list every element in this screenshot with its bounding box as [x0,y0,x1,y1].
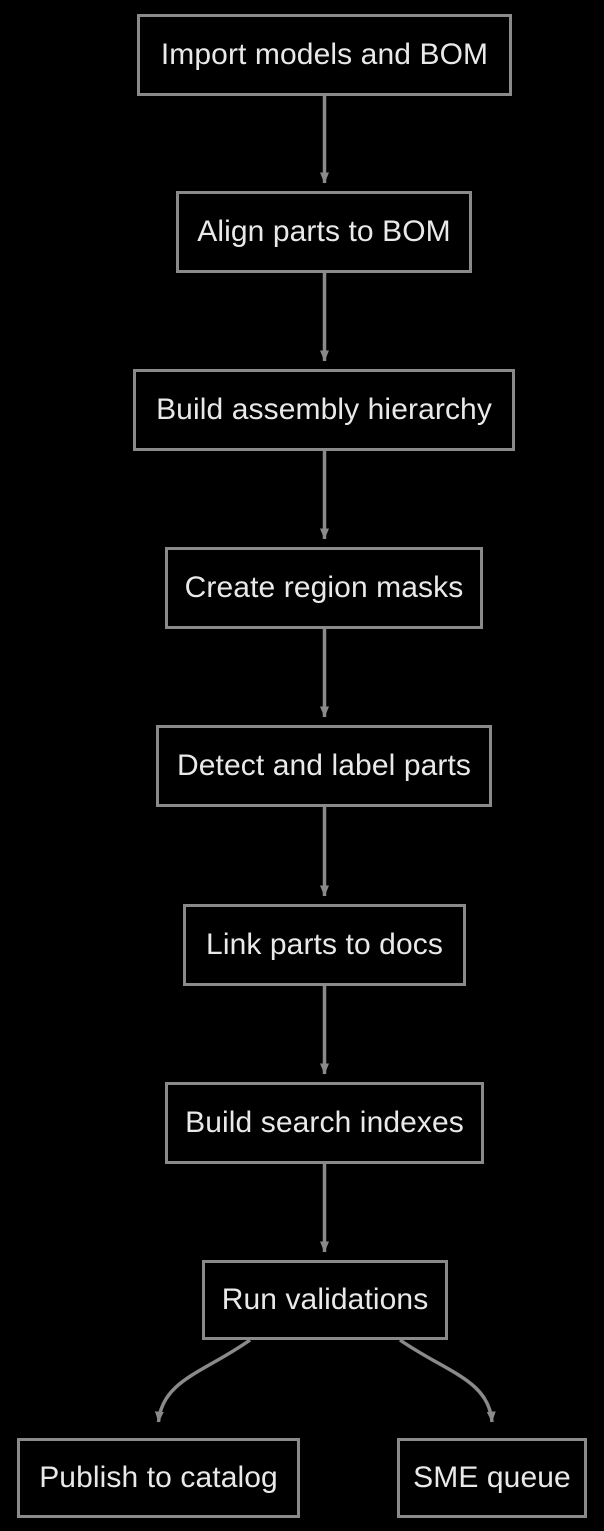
node-align-parts-to-bom[interactable]: Align parts to BOM [176,191,472,273]
node-detect-and-label-parts[interactable]: Detect and label parts [156,725,492,807]
node-label: Detect and label parts [176,749,472,782]
node-link-parts-to-docs[interactable]: Link parts to docs [183,904,466,986]
edge-run-validations-to-sme-queue [399,1338,496,1423]
node-create-region-masks[interactable]: Create region masks [165,547,483,629]
node-import-models-and-bom[interactable]: Import models and BOM [137,14,512,96]
node-label: Align parts to BOM [197,215,451,248]
node-label: Build search indexes [185,1106,464,1139]
node-label: Link parts to docs [206,928,443,961]
node-label: Create region masks [184,571,464,604]
node-sme-queue[interactable]: SME queue [397,1438,587,1518]
node-label: Publish to catalog [39,1461,278,1494]
node-build-search-indexes[interactable]: Build search indexes [165,1082,484,1164]
node-label: SME queue [413,1461,571,1494]
node-build-assembly-hierarchy[interactable]: Build assembly hierarchy [133,369,515,451]
node-label: Build assembly hierarchy [156,393,492,426]
node-label: Run validations [221,1283,429,1316]
node-publish-to-catalog[interactable]: Publish to catalog [17,1438,300,1518]
edge-run-validations-to-publish [154,1338,252,1423]
node-label: Import models and BOM [160,38,489,71]
node-run-validations[interactable]: Run validations [202,1260,448,1340]
